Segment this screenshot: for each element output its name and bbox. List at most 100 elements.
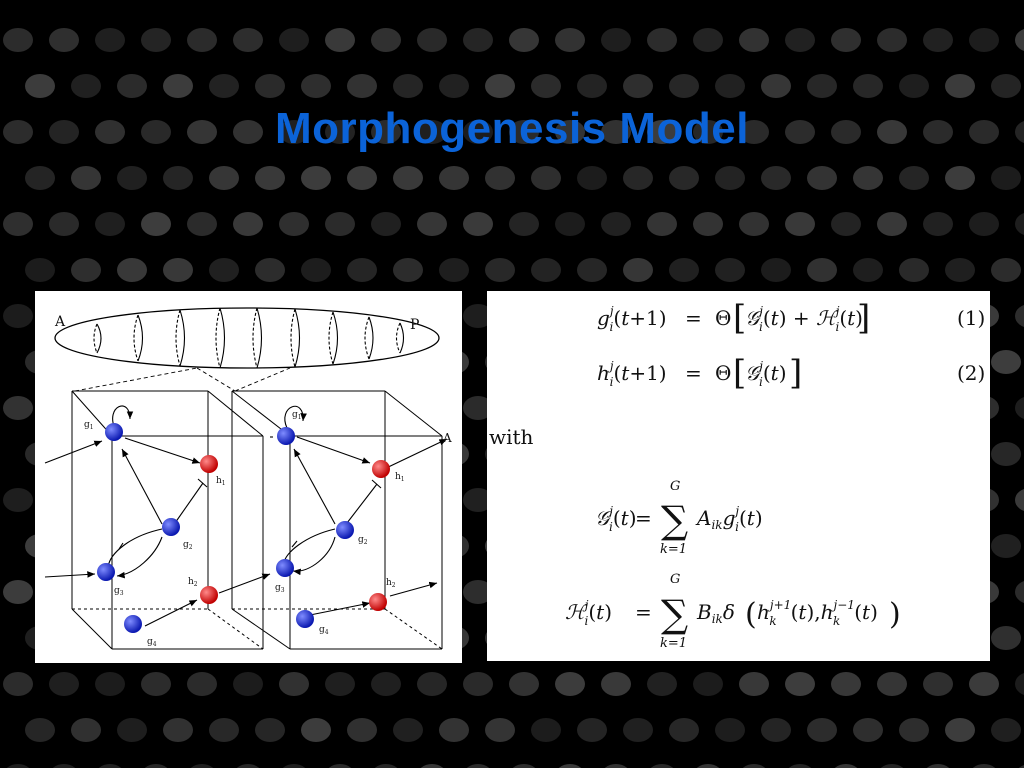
background-dot — [945, 258, 975, 282]
background-dot — [71, 258, 101, 282]
background-dot — [509, 672, 539, 696]
background-dot — [739, 28, 769, 52]
background-dot — [209, 258, 239, 282]
svg-text:Θ: Θ — [715, 306, 731, 330]
background-dot — [52, 764, 76, 768]
background-dot — [3, 28, 33, 52]
svg-text:g3: g3 — [114, 586, 124, 597]
background-dot — [696, 764, 720, 768]
background-dot — [945, 166, 975, 190]
cell-2-nodes — [276, 427, 390, 628]
background-dot — [347, 166, 377, 190]
hormone-node-h1 — [372, 460, 390, 478]
background-dot — [877, 212, 907, 236]
background-dot — [485, 258, 515, 282]
background-dot — [509, 212, 539, 236]
background-dot — [761, 258, 791, 282]
background-dot — [555, 28, 585, 52]
background-dot — [555, 120, 585, 144]
svg-text:=: = — [635, 600, 652, 624]
background-dot — [647, 120, 677, 144]
background-dot — [899, 74, 929, 98]
background-dot — [899, 258, 929, 282]
interaction-arrows-cell-1 — [44, 405, 271, 627]
background-dot — [739, 212, 769, 236]
svg-text:h2: h2 — [386, 578, 396, 589]
background-dot — [439, 718, 469, 742]
svg-text:Bikδ: Bikδ — [696, 600, 735, 626]
background-dot — [71, 718, 101, 742]
hormone-node-h2 — [200, 586, 218, 604]
background-dot — [739, 672, 769, 696]
background-dot — [669, 166, 699, 190]
background-dot — [880, 764, 904, 768]
background-dot — [187, 212, 217, 236]
cell-box-1 — [71, 390, 264, 650]
background-dot — [233, 28, 263, 52]
svg-text:g3: g3 — [275, 583, 285, 594]
gene-node-g4 — [296, 610, 314, 628]
background-dot — [417, 212, 447, 236]
background-dot — [899, 166, 929, 190]
gene-node-g1 — [105, 423, 123, 441]
background-dot — [647, 28, 677, 52]
background-dot — [785, 672, 815, 696]
background-dot — [3, 120, 33, 144]
background-dot — [439, 74, 469, 98]
background-dot — [761, 166, 791, 190]
background-dot — [853, 258, 883, 282]
svg-text:ℋji(t): ℋji(t) — [565, 598, 612, 628]
background-dot — [371, 212, 401, 236]
background-dot — [623, 258, 653, 282]
gene-node-g3 — [276, 559, 294, 577]
background-dot — [49, 672, 79, 696]
background-dot — [141, 672, 171, 696]
node-labels: g1 h1 g2 g3 h2 g4 g1 h1 g2 g3 h2 g4 A — [84, 410, 452, 648]
background-dot — [555, 212, 585, 236]
background-dot — [650, 764, 674, 768]
background-dot — [255, 74, 285, 98]
background-dot — [693, 672, 723, 696]
background-dot — [785, 28, 815, 52]
interaction-arrows-cell-2 — [270, 405, 448, 617]
background-dot — [831, 212, 861, 236]
background-dot — [601, 120, 631, 144]
background-dot — [417, 672, 447, 696]
background-dot — [163, 74, 193, 98]
gene-node-g1 — [277, 427, 295, 445]
sum-lower-label-1: k=1 — [660, 542, 687, 557]
background-dot — [623, 718, 653, 742]
background-dot — [853, 166, 883, 190]
svg-text:[: [ — [733, 353, 746, 393]
background-dot — [301, 258, 331, 282]
background-dot — [187, 28, 217, 52]
background-dot — [463, 580, 493, 604]
background-dot — [669, 258, 699, 282]
svg-text:∑: ∑ — [661, 592, 688, 636]
background-dot — [71, 166, 101, 190]
background-dot — [209, 74, 239, 98]
background-dot — [577, 166, 607, 190]
background-dot — [577, 74, 607, 98]
background-dot — [393, 258, 423, 282]
background-dot — [347, 74, 377, 98]
background-dot — [853, 718, 883, 742]
background-dot — [3, 580, 33, 604]
svg-text:h2: h2 — [188, 577, 198, 588]
background-dot — [393, 718, 423, 742]
background-dot — [991, 350, 1021, 374]
sum-lower-label-2: k=1 — [660, 636, 687, 651]
svg-text:(: ( — [745, 597, 757, 632]
background-dot — [693, 28, 723, 52]
background-dot — [669, 74, 699, 98]
svg-text:h1: h1 — [395, 472, 405, 483]
gene-node-g3 — [97, 563, 115, 581]
background-dot — [877, 28, 907, 52]
svg-text:∑: ∑ — [661, 498, 688, 542]
background-dot — [117, 718, 147, 742]
background-dot — [95, 28, 125, 52]
background-dot — [117, 74, 147, 98]
side-label: A — [442, 431, 452, 445]
background-dot — [49, 212, 79, 236]
